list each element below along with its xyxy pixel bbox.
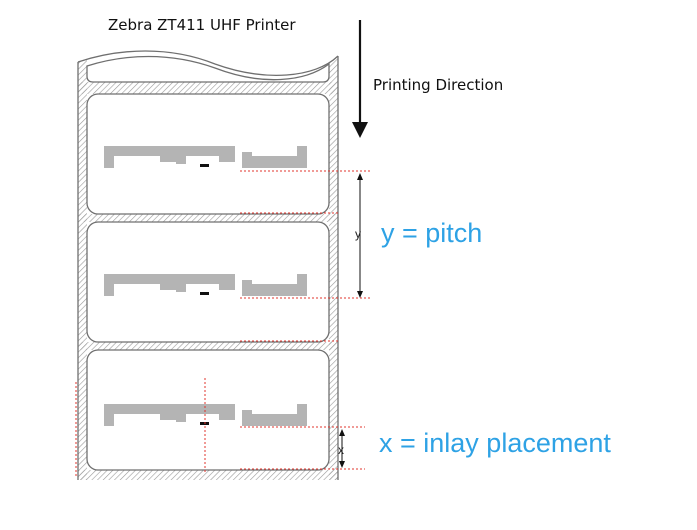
x-dimension-symbol: x — [338, 443, 344, 457]
placement-formula-label: x = inlay placement — [379, 428, 611, 458]
diagram-title: Zebra ZT411 UHF Printer — [108, 16, 296, 34]
reference-guide-lines — [75, 170, 372, 478]
partial-label-top — [86, 55, 330, 83]
rfid-inlay-1 — [104, 146, 307, 168]
printing-direction-label: Printing Direction — [373, 76, 504, 94]
placement-dimension-arrow — [339, 429, 345, 468]
printing-direction-arrow — [352, 20, 368, 138]
rfid-inlay-3 — [104, 404, 307, 426]
label-liner-strip — [77, 50, 339, 480]
y-dimension-symbol: y — [355, 227, 361, 241]
pitch-dimension-arrow — [357, 173, 363, 298]
rfid-inlay-2 — [104, 274, 307, 296]
pitch-formula-label: y = pitch — [381, 218, 483, 248]
